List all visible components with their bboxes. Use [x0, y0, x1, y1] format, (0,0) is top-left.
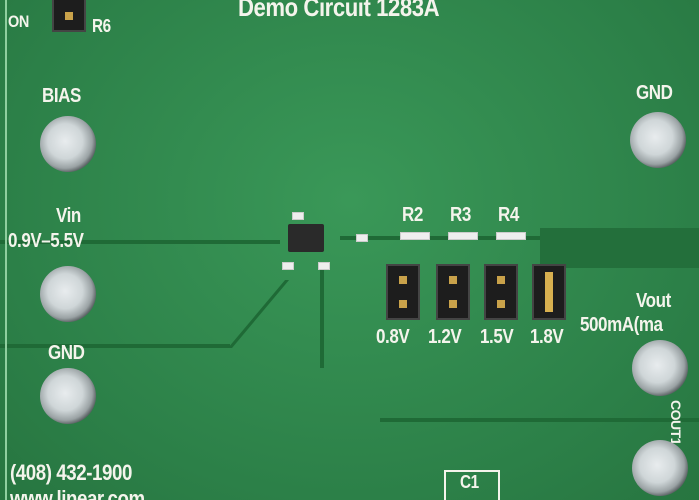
trace [228, 280, 290, 348]
board-title: Demo Circuit 1283A [238, 0, 440, 22]
label-gnd-left: GND [48, 342, 85, 364]
label-on: ON [8, 12, 29, 31]
pad [318, 262, 330, 270]
trace [340, 236, 540, 240]
jumper-1-5v[interactable] [484, 264, 518, 320]
label-bias: BIAS [42, 85, 81, 107]
trace [0, 240, 280, 244]
trace [320, 268, 324, 368]
trace [0, 344, 230, 348]
terminal-post-gnd-right[interactable] [632, 440, 688, 496]
jumper-on[interactable] [52, 0, 86, 32]
label-r6: R6 [92, 16, 111, 36]
label-c1: C1 [460, 472, 479, 492]
terminal-post-vin[interactable] [40, 266, 96, 322]
label-1-2v: 1.2V [428, 326, 462, 348]
terminal-post-gnd-left[interactable] [40, 368, 96, 424]
terminal-post-bias[interactable] [40, 116, 96, 172]
board-edge [5, 0, 7, 500]
label-r4: R4 [498, 204, 519, 226]
label-phone: (408) 432-1900 [10, 460, 132, 485]
resistor-r2 [400, 232, 430, 240]
ic-chip [288, 224, 324, 252]
terminal-post-vout[interactable] [632, 340, 688, 396]
label-0-8v: 0.8V [376, 326, 410, 348]
jumper-1-2v[interactable] [436, 264, 470, 320]
label-1-8v: 1.8V [530, 326, 564, 348]
resistor-r4 [496, 232, 526, 240]
label-r3: R3 [450, 204, 471, 226]
jumper-0-8v[interactable] [386, 264, 420, 320]
label-gnd-top: GND [636, 82, 673, 104]
pad [292, 212, 304, 220]
trace [380, 418, 699, 422]
label-1-5v: 1.5V [480, 326, 514, 348]
jumper-1-8v[interactable] [532, 264, 566, 320]
label-r2: R2 [402, 204, 423, 226]
label-vout-current: 500mA(ma [580, 314, 663, 336]
label-cout1: COUT1 [668, 400, 684, 445]
resistor-r3 [448, 232, 478, 240]
trace-plane [540, 228, 699, 268]
pad [356, 234, 368, 242]
terminal-post-gnd[interactable] [630, 112, 686, 168]
c1-outline [444, 470, 500, 500]
label-vout: Vout [636, 290, 671, 312]
label-vin-range: 0.9V–5.5V [8, 230, 84, 252]
label-vin: Vin [56, 205, 81, 227]
label-web: www.linear.com [10, 486, 145, 500]
pad [282, 262, 294, 270]
